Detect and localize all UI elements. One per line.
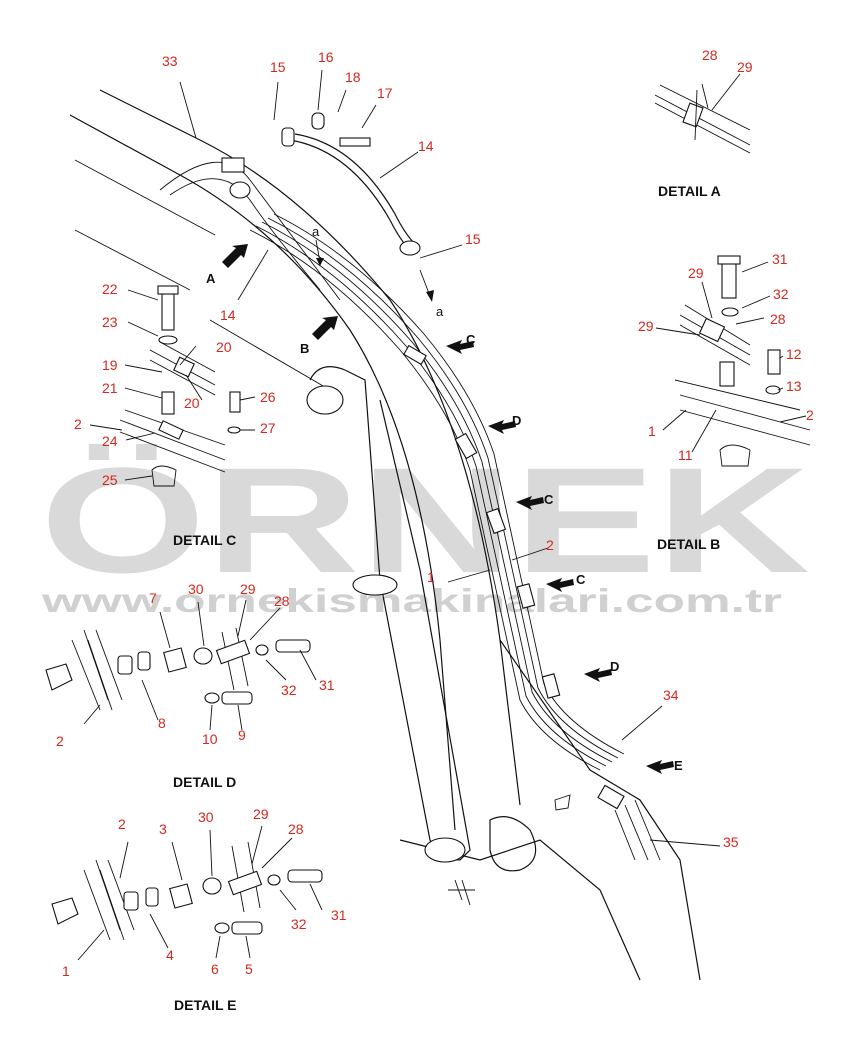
detail-b-callout-28: 28 bbox=[770, 311, 786, 327]
detail-d-callout-7: 7 bbox=[149, 590, 157, 606]
callout-14-top: 14 bbox=[418, 138, 434, 154]
detail-e-callout-30: 30 bbox=[198, 809, 214, 825]
view-arrow-e-shape bbox=[646, 760, 674, 774]
detail-b-callout-11: 11 bbox=[678, 447, 693, 463]
main-boom-drawing bbox=[69, 89, 701, 981]
view-arrow-d1-label: D bbox=[512, 413, 521, 428]
detail-b: 31 29 32 29 28 12 13 1 11 2 DETAIL B bbox=[638, 251, 814, 552]
detail-c: 22 23 19 20 21 20 26 27 2 24 25 DETAIL C bbox=[74, 281, 276, 548]
detail-d-callout-8: 8 bbox=[158, 715, 166, 731]
detail-e-callout-32: 32 bbox=[291, 916, 307, 932]
detail-b-callout-29-left: 29 bbox=[638, 318, 654, 334]
callout-18: 18 bbox=[345, 69, 361, 85]
detail-d-label: DETAIL D bbox=[173, 774, 236, 790]
view-arrow-c3-label: C bbox=[576, 572, 586, 587]
detail-c-callout-21: 21 bbox=[102, 380, 118, 396]
detail-b-callout-31: 31 bbox=[772, 251, 788, 267]
detail-b-callout-13: 13 bbox=[786, 378, 802, 394]
detail-d-callout-2: 2 bbox=[56, 733, 64, 749]
callout-15-top: 15 bbox=[270, 59, 286, 75]
view-arrow-a-label: A bbox=[206, 271, 216, 286]
detail-e-callout-29: 29 bbox=[253, 806, 269, 822]
detail-b-callout-1: 1 bbox=[648, 423, 656, 439]
callout-16: 16 bbox=[318, 49, 334, 65]
detail-d-callout-32: 32 bbox=[281, 682, 297, 698]
detail-e-callout-28: 28 bbox=[288, 821, 304, 837]
detail-d-callout-30: 30 bbox=[188, 581, 204, 597]
detail-d-callout-9: 9 bbox=[238, 727, 246, 743]
view-arrow-c2-label: C bbox=[544, 492, 554, 507]
view-arrow-c2-shape bbox=[516, 496, 544, 510]
detail-c-callout-27: 27 bbox=[260, 420, 276, 436]
detail-a: 28 29 DETAIL A bbox=[654, 47, 753, 199]
detail-e-callout-2: 2 bbox=[118, 816, 126, 832]
watermark-main-text: ÖRNEK bbox=[40, 436, 810, 604]
detail-c-callout-26: 26 bbox=[260, 389, 276, 405]
view-arrow-a-top-label: a bbox=[312, 224, 320, 239]
callout-34: 34 bbox=[663, 687, 679, 703]
detail-d-callout-10: 10 bbox=[202, 731, 218, 747]
detail-c-callout-20-top: 20 bbox=[216, 339, 232, 355]
detail-c-callout-25: 25 bbox=[102, 472, 118, 488]
detail-a-callout-29: 29 bbox=[737, 59, 753, 75]
main-callouts: 33 15 16 18 17 14 15 14 1 2 34 35 bbox=[162, 49, 739, 850]
detail-b-callout-2: 2 bbox=[806, 407, 814, 423]
detail-e-callout-4: 4 bbox=[166, 947, 174, 963]
callout-15-bottom: 15 bbox=[465, 231, 481, 247]
detail-c-label: DETAIL C bbox=[173, 532, 236, 548]
detail-c-callout-20-bottom: 20 bbox=[184, 395, 200, 411]
detail-d-callout-31: 31 bbox=[319, 677, 335, 693]
callout-14-left: 14 bbox=[220, 307, 236, 323]
view-arrow-d2-shape bbox=[584, 668, 612, 682]
detail-c-callout-2: 2 bbox=[74, 416, 82, 432]
view-arrow-d2-label: D bbox=[610, 659, 619, 674]
view-arrow-c1-shape bbox=[446, 340, 474, 354]
view-arrow-c1-label: C bbox=[466, 332, 476, 347]
callout-17: 17 bbox=[377, 85, 393, 101]
detail-b-label: DETAIL B bbox=[657, 536, 720, 552]
detail-c-callout-23: 23 bbox=[102, 314, 118, 330]
view-arrow-d1-shape bbox=[488, 420, 516, 434]
view-arrow-b-shape bbox=[312, 316, 338, 340]
callout-33: 33 bbox=[162, 53, 178, 69]
detail-c-callout-22: 22 bbox=[102, 281, 118, 297]
callout-35: 35 bbox=[723, 834, 739, 850]
view-arrow-c3-shape bbox=[546, 578, 574, 592]
detail-e-callout-3: 3 bbox=[159, 821, 167, 837]
detail-b-callout-12: 12 bbox=[786, 346, 802, 362]
detail-e-label: DETAIL E bbox=[174, 997, 237, 1013]
detail-d-callout-29: 29 bbox=[240, 581, 256, 597]
detail-e-callout-31: 31 bbox=[331, 907, 347, 923]
detail-a-callout-28: 28 bbox=[702, 47, 718, 63]
detail-e-callout-1: 1 bbox=[62, 963, 70, 979]
view-arrow-e-label: E bbox=[674, 758, 683, 773]
view-arrow-b-label: B bbox=[300, 341, 309, 356]
watermark: ÖRNEK www.ornekismakinalari.com.tr bbox=[40, 436, 810, 619]
view-arrow-a-bottom-label: a bbox=[436, 304, 444, 319]
view-arrows: A B C D C C D E a a bbox=[206, 224, 683, 774]
detail-e-callout-5: 5 bbox=[245, 961, 253, 977]
detail-b-callout-29-top: 29 bbox=[688, 265, 704, 281]
callout-1-main: 1 bbox=[427, 569, 435, 585]
detail-d: 7 30 29 28 32 31 2 8 10 9 DETAIL D bbox=[45, 581, 335, 790]
detail-c-callout-19: 19 bbox=[102, 357, 118, 373]
detail-e: 2 3 30 29 28 32 31 1 4 6 5 DETAIL E bbox=[51, 806, 347, 1013]
detail-d-callout-28: 28 bbox=[274, 593, 290, 609]
watermark-url-text: www.ornekismakinalari.com.tr bbox=[40, 582, 782, 619]
detail-e-callout-6: 6 bbox=[211, 961, 219, 977]
detail-c-callout-24: 24 bbox=[102, 433, 118, 449]
callout-2-main: 2 bbox=[546, 537, 554, 553]
detail-b-callout-32: 32 bbox=[773, 286, 789, 302]
view-arrow-a-shape bbox=[222, 244, 248, 268]
detail-a-label: DETAIL A bbox=[658, 183, 721, 199]
